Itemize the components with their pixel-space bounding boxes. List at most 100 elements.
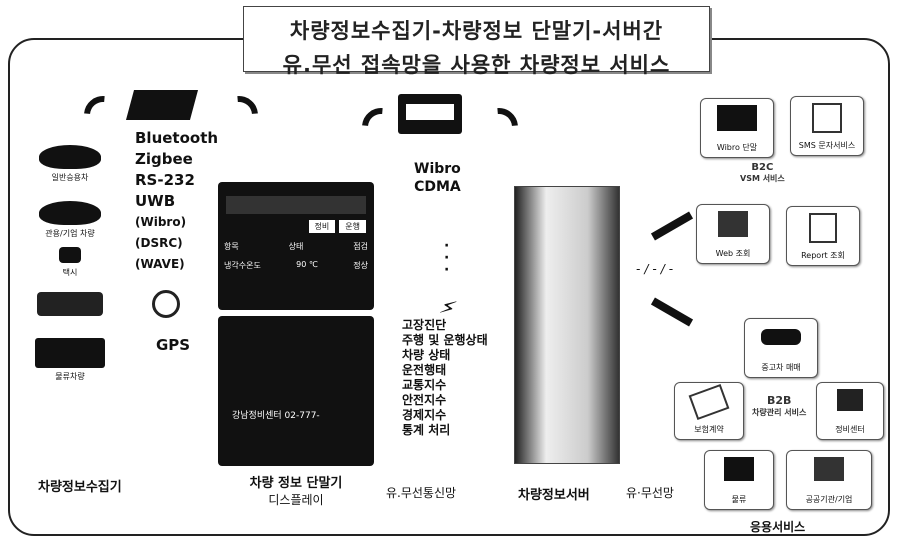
- network-wave-icon: -/-/-: [636, 262, 678, 276]
- tile-label: 공공기관/기업: [805, 495, 853, 504]
- gps-label: GPS: [156, 336, 191, 354]
- row-status: 점검: [353, 242, 368, 251]
- tile-label: 중고차 매매: [761, 363, 801, 372]
- connection-item: (Wibro): [135, 215, 187, 229]
- service-item: 경제지수: [402, 408, 447, 422]
- server-net-caption: 유·무선망: [626, 486, 674, 500]
- b2c-tile-wibro: Wibro 단말: [700, 98, 774, 158]
- service-item: 주행 및 운행상태: [402, 333, 488, 347]
- terminal-label: 차량 정보 단말기: [249, 476, 343, 491]
- tile-label: SMS 문자서비스: [798, 141, 856, 150]
- b2b-tile-public: 공공기관/기업: [786, 450, 872, 510]
- collector-device-icon: [125, 90, 199, 120]
- connection-list: Bluetooth Zigbee RS-232 UWB (Wibro) (DSR…: [135, 128, 218, 275]
- building-icon: [814, 457, 844, 481]
- row-status: 정상: [353, 261, 368, 270]
- tab-maintenance[interactable]: 정비: [308, 220, 336, 233]
- car-icon: [39, 145, 101, 169]
- service-item: 운전행태: [402, 363, 447, 377]
- vehicle-sedan: 일반승용차: [30, 145, 110, 183]
- terminal-caption: 차량 정보 단말기 디스플레이: [218, 472, 374, 508]
- b2c-tile-sms: SMS 문자서비스: [790, 96, 864, 156]
- row-value: 상태: [288, 242, 304, 251]
- terminal-row: 냉각수온도 90 ℃ 정상: [218, 260, 374, 271]
- gps-icon: [152, 290, 180, 318]
- vehicle-taxi: 택시: [30, 247, 110, 278]
- wireless-label: Wibro: [414, 161, 461, 177]
- vehicle-bus: [30, 292, 110, 316]
- title-line-2: 유.무선 접속망을 사용한 차량정보 서비스: [282, 53, 671, 77]
- b2c-tile-report: Report 조회: [786, 206, 860, 266]
- terminal-tabs: 정비 운행: [226, 220, 366, 233]
- vehicle-company: 관용/기업 차량: [30, 201, 110, 239]
- tile-label: Web 조회: [715, 249, 751, 258]
- terminal-header: [226, 196, 366, 214]
- terminal-row: 항목 상태 점검: [218, 241, 374, 252]
- b2c-title: B2C: [751, 162, 774, 173]
- sms-icon: [812, 103, 842, 133]
- modem-icon: [398, 94, 462, 134]
- b2c-subtitle: VSM 서비스: [740, 174, 785, 183]
- row-name: 냉각수온도: [224, 261, 261, 270]
- server-label: 차량정보서버: [518, 488, 590, 503]
- b2b-subtitle: 차량관리 서비스: [752, 408, 807, 417]
- ellipsis-dots: ···: [444, 238, 450, 278]
- service-item: 교통지수: [402, 378, 447, 392]
- connection-item: UWB: [135, 192, 176, 210]
- app-services-label: 응용서비스: [750, 520, 806, 534]
- logistics-icon: [724, 457, 754, 481]
- service-items: 고장진단 주행 및 운행상태 차량 상태 운전행태 교통지수 안전지수 경제지수…: [402, 318, 488, 438]
- terminal-sublabel: 디스플레이: [268, 493, 324, 507]
- title-box: 차량정보수집기-차량정보 단말기-서버간 유.무선 접속망을 사용한 차량정보 …: [243, 6, 710, 77]
- car-icon: [39, 201, 101, 225]
- tile-label: 정비센터: [835, 425, 865, 434]
- bus-icon: [37, 292, 103, 316]
- monitor-icon: [718, 211, 748, 237]
- service-item: 차량 상태: [402, 348, 451, 362]
- report-icon: [809, 213, 837, 243]
- b2b-tile-logistics: 물류: [704, 450, 774, 510]
- vehicle-list: 일반승용차 관용/기업 차량 택시 물류차량: [30, 145, 110, 382]
- b2b-tile-insurance: 보험계약: [674, 382, 744, 440]
- collector-label: 차량정보수집기: [38, 480, 122, 495]
- repair-shop-icon: [837, 389, 863, 411]
- tile-label: 물류: [731, 495, 747, 504]
- b2c-hub: B2C VSM 서비스: [740, 162, 785, 184]
- vehicle-label: 관용/기업 차량: [45, 229, 95, 238]
- connection-item: RS-232: [135, 171, 195, 189]
- vehicle-truck: 물류차량: [30, 338, 110, 382]
- car-icon: [761, 329, 801, 345]
- contract-icon: [688, 383, 730, 421]
- vehicle-label: 물류차량: [55, 372, 85, 381]
- service-item: 안전지수: [402, 393, 447, 407]
- connection-item: (WAVE): [135, 257, 185, 271]
- tab-driving[interactable]: 운행: [339, 220, 366, 233]
- service-item: 통계 처리: [402, 423, 451, 437]
- b2b-tile-used-car: 중고차 매매: [744, 318, 818, 378]
- taxi-icon: [59, 247, 81, 263]
- terminal-screen-top: 정비 운행 항목 상태 점검 냉각수온도 90 ℃ 정상: [218, 182, 374, 310]
- connection-item: Bluetooth: [135, 129, 219, 147]
- wireless-caption: 유.무선통신망: [386, 486, 457, 500]
- tile-label: Wibro 단말: [716, 143, 758, 152]
- vehicle-label: 일반승용차: [51, 173, 89, 182]
- wireless-label: CDMA: [414, 179, 461, 195]
- terminal-message: 강남정비센터 02-777-: [232, 411, 320, 421]
- connection-item: Zigbee: [135, 150, 193, 168]
- server-building-icon: [514, 186, 620, 464]
- wibro-device-icon: [717, 105, 757, 131]
- b2b-hub: B2B 차량관리 서비스: [752, 394, 806, 418]
- b2b-tile-repair: 정비센터: [816, 382, 884, 440]
- title-line-1: 차량정보수집기-차량정보 단말기-서버간: [289, 19, 664, 43]
- modem-window: [406, 104, 454, 120]
- vehicle-label: 택시: [62, 268, 78, 277]
- service-item: 고장진단: [402, 318, 447, 332]
- row-name: 항목: [224, 242, 239, 251]
- terminal-screen-bottom: 강남정비센터 02-777-: [218, 316, 374, 466]
- tile-label: Report 조회: [801, 251, 845, 260]
- tile-label: 보험계약: [694, 425, 724, 434]
- b2b-title: B2B: [766, 394, 792, 407]
- wireless-labels: Wibro CDMA: [414, 160, 461, 196]
- connection-item: (DSRC): [135, 236, 183, 250]
- truck-icon: [35, 338, 105, 368]
